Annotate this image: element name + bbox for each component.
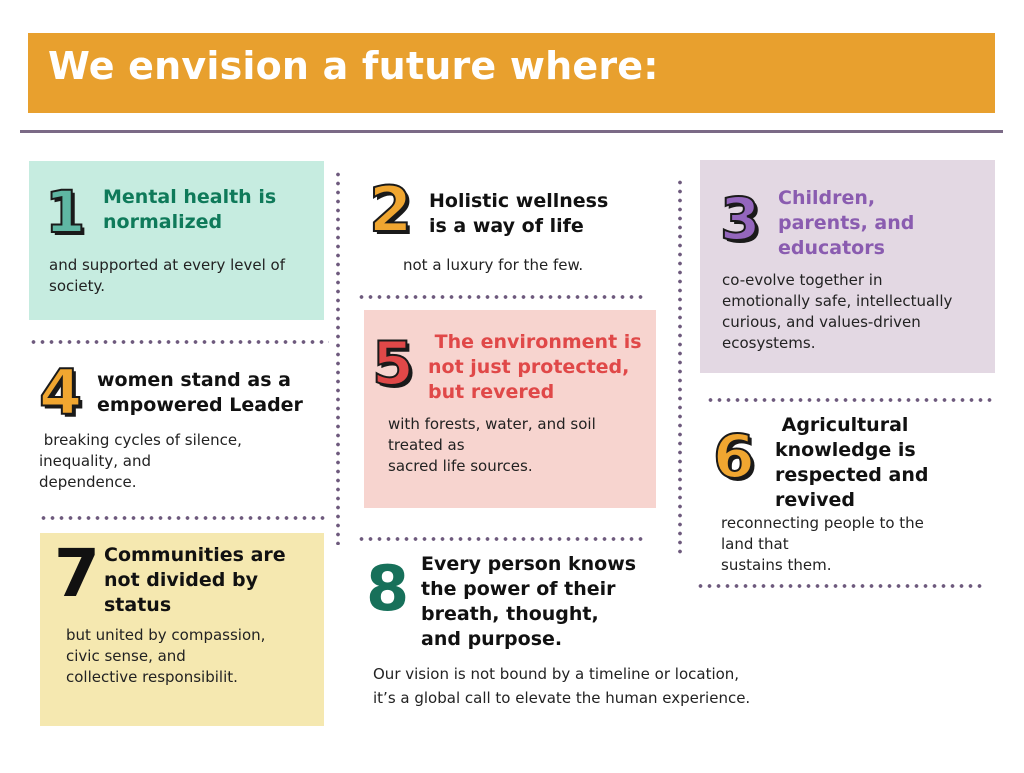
item-7-heading: Communities are not divided by status bbox=[104, 544, 286, 616]
item-4-text: breaking cycles of silence, inequality, … bbox=[39, 431, 242, 491]
vision-item-3: 3 Children, parents, and educators co-ev… bbox=[700, 160, 995, 373]
dotted-divider-h1 bbox=[29, 340, 329, 344]
dotted-divider-vertical-right bbox=[678, 178, 682, 558]
numeral-2: 2 bbox=[368, 173, 413, 246]
vision-item-1: 1 Mental health is normalized and suppor… bbox=[29, 161, 324, 320]
vision-item-8: 8 Every person knows the power of their … bbox=[364, 550, 664, 660]
item-1-text: and supported at every level of society. bbox=[49, 256, 285, 295]
item-5-heading: The environment is not just protected, b… bbox=[428, 331, 642, 403]
vision-item-6: 6 Agricultural knowledge is respected an… bbox=[705, 405, 1000, 580]
vision-item-7: 7 Communities are not divided by status … bbox=[40, 533, 324, 726]
numeral-6: 6 bbox=[712, 422, 756, 492]
dotted-divider-h3 bbox=[706, 398, 996, 402]
item-6-heading: Agricultural knowledge is respected and … bbox=[775, 414, 929, 511]
item-6-text: reconnecting people to the land that sus… bbox=[721, 514, 924, 574]
numeral-1: 1 bbox=[44, 178, 86, 246]
numeral-8: 8 bbox=[366, 552, 410, 625]
header-divider bbox=[20, 130, 1003, 133]
item-7-text: but united by compassion, civic sense, a… bbox=[66, 626, 266, 686]
header-banner bbox=[28, 33, 995, 113]
vision-statement: Our vision is not bound by a timeline or… bbox=[373, 665, 751, 707]
dotted-divider-h6 bbox=[696, 584, 986, 588]
dotted-divider-h5 bbox=[357, 537, 647, 541]
item-5-text: with forests, water, and soil treated as… bbox=[388, 415, 596, 475]
item-2-heading: Holistic wellness is a way of life bbox=[429, 190, 609, 237]
item-1-heading: Mental health is normalized bbox=[103, 186, 277, 233]
item-4-heading: women stand as a empowered Leader bbox=[97, 369, 303, 416]
dotted-divider-h4 bbox=[39, 516, 329, 520]
numeral-3: 3 bbox=[719, 185, 761, 253]
item-3-heading: Children, parents, and educators bbox=[778, 187, 915, 259]
page-title: We envision a future where: bbox=[48, 44, 659, 88]
vision-item-5: 5 The environment is not just protected,… bbox=[364, 310, 656, 508]
dotted-divider-h2 bbox=[357, 295, 647, 299]
numeral-7: 7 bbox=[54, 535, 100, 612]
item-3-text: co-evolve together in emotionally safe, … bbox=[722, 271, 953, 352]
vision-item-2: 2 Holistic wellness is a way of life not… bbox=[355, 165, 655, 285]
numeral-4: 4 bbox=[38, 356, 83, 429]
vision-item-4: 4 women stand as a empowered Leader brea… bbox=[29, 352, 329, 502]
dotted-divider-vertical-left bbox=[336, 170, 340, 545]
item-8-heading: Every person knows the power of their br… bbox=[421, 553, 637, 650]
item-2-text: not a luxury for the few. bbox=[403, 256, 584, 274]
numeral-5: 5 bbox=[371, 329, 415, 399]
